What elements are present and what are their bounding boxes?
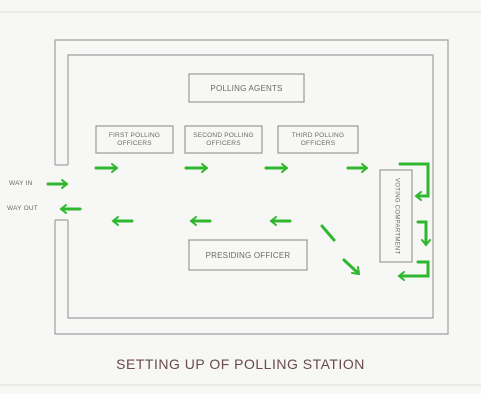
way-in-label: WAY IN	[9, 180, 33, 187]
presiding-officer-box	[188, 239, 308, 271]
polling-agents-label: POLLING AGENTS	[210, 83, 283, 93]
room-walls	[54, 39, 449, 335]
second-polling-officers-box	[184, 125, 263, 154]
flow-arrows	[46, 162, 431, 281]
way-out-label: WAY OUT	[7, 205, 38, 212]
polling-agents-box	[188, 73, 305, 103]
third-polling-officers-box	[277, 125, 359, 154]
first-polling-officers-box	[95, 125, 174, 154]
third-polling-officers-label: THIRD POLLING OFFICERS	[291, 131, 345, 147]
second-polling-officers-label: SECOND POLLING OFFICERS	[193, 131, 254, 147]
first-polling-officers-label: FIRST POLLING OFFICERS	[108, 131, 161, 147]
voting-compartment-box	[379, 169, 413, 263]
diagram-caption: SETTING UP OF POLLING STATION	[116, 356, 365, 372]
presiding-officer-label: PRESIDING OFFICER	[205, 250, 291, 260]
voting-compartment-label: VOTING COMPARTMENT	[393, 177, 400, 255]
